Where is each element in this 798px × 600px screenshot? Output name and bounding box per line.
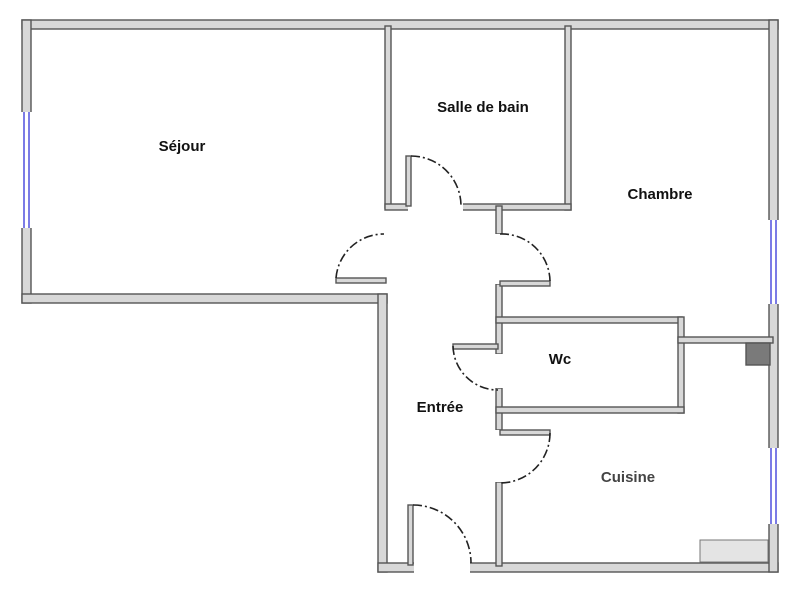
doors bbox=[335, 155, 551, 566]
door-sejour bbox=[335, 233, 387, 284]
room-label-entree: Entrée bbox=[417, 399, 464, 416]
kitchen-counter bbox=[699, 539, 769, 563]
door-salle-de-bain bbox=[405, 155, 462, 207]
window-sejour bbox=[21, 112, 32, 228]
door-cuisine bbox=[499, 429, 551, 484]
door-entree bbox=[407, 504, 472, 566]
room-label-sejour: Séjour bbox=[159, 138, 206, 155]
room-label-cuisine: Cuisine bbox=[601, 469, 655, 486]
door-openings bbox=[374, 200, 506, 576]
door-wc bbox=[452, 343, 499, 391]
window-chambre bbox=[768, 220, 779, 304]
interior-walls bbox=[384, 25, 774, 567]
room-label-wc: Wc bbox=[549, 351, 572, 368]
door-chambre bbox=[499, 233, 551, 287]
windows bbox=[21, 112, 779, 524]
outer-walls bbox=[21, 19, 779, 573]
room-label-chambre: Chambre bbox=[627, 186, 692, 203]
window-cuisine bbox=[768, 448, 779, 524]
room-label-salle-de-bain: Salle de bain bbox=[437, 99, 529, 116]
